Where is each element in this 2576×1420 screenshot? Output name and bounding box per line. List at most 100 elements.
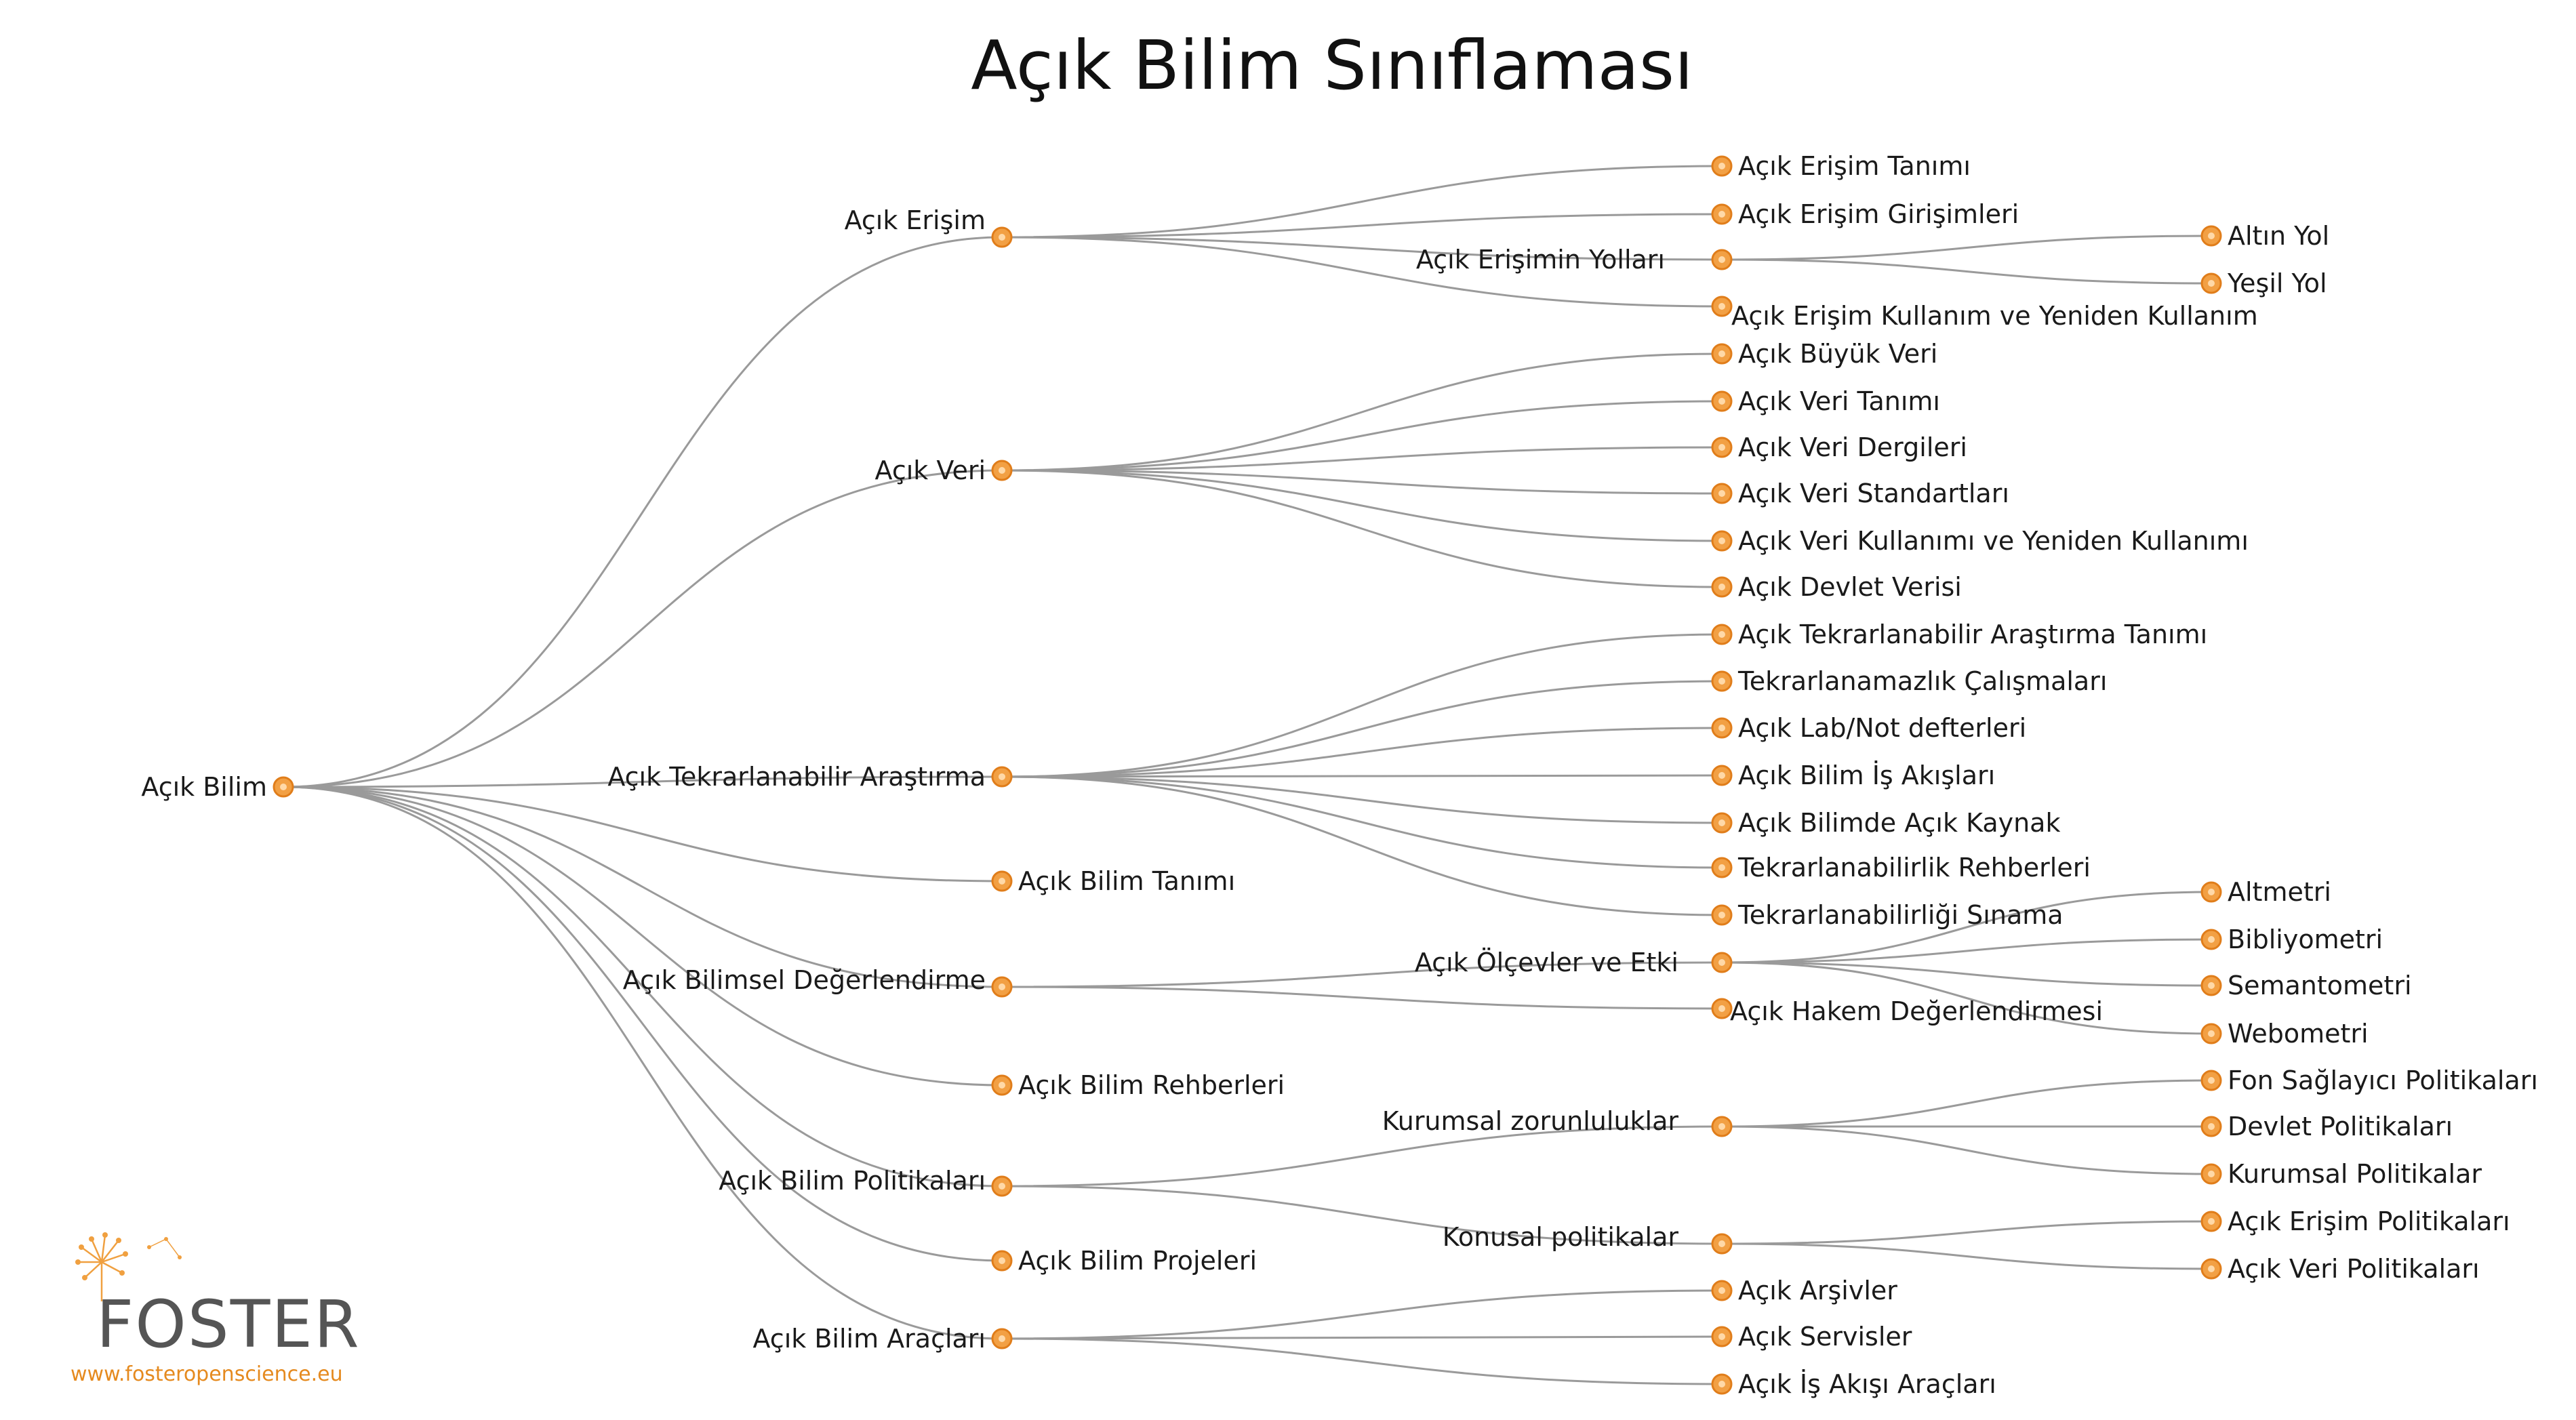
node-acik-bilim-tanimi[interactable]: Açık Bilim Tanımı [991,866,1235,896]
node-label: Açık Bilim Politikaları [719,1166,986,1196]
node-label: Açık Hakem Değerlendirmesi [1730,996,2103,1026]
node-acik-erisim-tanimi[interactable]: Açık Erişim Tanımı [1711,151,1971,181]
node-acik-veri-tanimi[interactable]: Açık Veri Tanımı [1711,386,1940,416]
node-acik-buyuk-veri[interactable]: Açık Büyük Veri [1711,339,1937,369]
node-acik-olcevler-ve-etki[interactable]: Açık Ölçevler ve Etki [1415,948,1733,977]
link-acik-veri-kullanimi-ve-yeniden-kullanimi [1001,469,1723,542]
node-acik-veri[interactable]: Açık Veri [875,455,1013,485]
link-acik-veri-politikalari [1721,1242,2212,1270]
link-acik-erisim-politikalari [1721,1220,2212,1245]
node-webometri[interactable]: Webometri [2200,1019,2369,1049]
node-acik-bilim[interactable]: Açık Bilim [141,772,294,802]
node-label: Açık Bilim [141,772,267,802]
node-kurumsal-politikalar[interactable]: Kurumsal Politikalar [2200,1159,2482,1189]
node-acik-bilimde-acik-kaynak[interactable]: Açık Bilimde Açık Kaynak [1711,808,2060,838]
node-label: Açık İş Akışı Araçları [1738,1369,1996,1399]
node-label: Açık Veri Dergileri [1738,432,1967,462]
node-label: Tekrarlanamazlık Çalışmaları [1737,666,2107,696]
node-label: Açık Bilimsel Değerlendirme [623,965,986,995]
node-label: Açık Lab/Not defterleri [1738,713,2026,743]
node-yesil-yol[interactable]: Yeşil Yol [2200,268,2327,298]
node-core-icon [1718,163,1725,169]
node-acik-bilimsel-degerlendirme[interactable]: Açık Bilimsel Değerlendirme [623,965,1013,998]
link-acik-buyuk-veri [1001,352,1723,472]
node-fon-saglayici-politikalari[interactable]: Fon Sağlayıcı Politikaları [2200,1066,2538,1095]
node-acik-erisim-politikalari[interactable]: Açık Erişim Politikaları [2200,1206,2510,1236]
node-acik-bilim-araclari[interactable]: Açık Bilim Araçları [752,1324,1013,1354]
node-core-icon [1718,1240,1725,1247]
node-label: Bibliyometri [2228,925,2383,954]
link-acik-veri-tanimi [1001,400,1723,472]
node-acik-bilim-projeleri[interactable]: Açık Bilim Projeleri [991,1246,1257,1276]
node-altmetri[interactable]: Altmetri [2200,877,2331,907]
node-acik-bilim-politikalari[interactable]: Açık Bilim Politikaları [719,1166,1013,1197]
link-konusal-politikalar [1001,1185,1723,1245]
node-acik-erisim-kullanim-ve-yeniden-kullanim[interactable]: Açık Erişim Kullanım ve Yeniden Kullanım [1711,296,2258,331]
node-acik-arsivler[interactable]: Açık Arşivler [1711,1276,1897,1305]
node-kurumsal-zorunluluklar[interactable]: Kurumsal zorunluluklar [1382,1106,1733,1137]
node-acik-veri-dergileri[interactable]: Açık Veri Dergileri [1711,432,1967,462]
node-acik-erisim[interactable]: Açık Erişim [845,205,1013,248]
node-core-icon [999,983,1005,990]
node-core-icon [1718,1287,1725,1294]
node-core-icon [2208,889,2215,895]
node-core-icon [1718,864,1725,871]
node-tekrarlanabilirligi-sinama[interactable]: Tekrarlanabilirliği Sınama [1711,900,2064,930]
link-yesil-yol [1721,258,2212,285]
node-acik-tekrarlanabilir-arastirma[interactable]: Açık Tekrarlanabilir Araştırma [607,762,1013,792]
node-core-icon [1718,959,1725,966]
node-label: Açık Tekrarlanabilir Araştırma Tanımı [1738,620,2207,649]
node-label: Açık Tekrarlanabilir Araştırma [607,762,986,792]
node-label: Kurumsal Politikalar [2228,1159,2482,1189]
node-tekrarlanamazlik-calismalari[interactable]: Tekrarlanamazlık Çalışmaları [1711,666,2107,696]
node-acik-is-akisi-araclari[interactable]: Açık İş Akışı Araçları [1711,1369,1996,1399]
link-acik-erisim-tanimi [1001,165,1723,239]
node-altin-yol[interactable]: Altın Yol [2200,221,2329,251]
node-acik-veri-politikalari[interactable]: Açık Veri Politikaları [2200,1254,2480,1284]
node-acik-servisler[interactable]: Açık Servisler [1711,1322,1912,1352]
link-webometri [1721,961,2212,1035]
node-label: Tekrarlanabilirliği Sınama [1737,900,2064,930]
node-label: Fon Sağlayıcı Politikaları [2228,1066,2538,1095]
link-kurumsal-zorunluluklar [1001,1125,1723,1188]
node-core-icon [999,1335,1005,1342]
node-acik-lab-not-defterleri[interactable]: Açık Lab/Not defterleri [1711,713,2026,743]
node-core-icon [1718,256,1725,263]
node-acik-erisimin-yollari[interactable]: Açık Erişimin Yolları [1416,245,1733,275]
node-acik-veri-standartlari[interactable]: Açık Veri Standartları [1711,479,2009,508]
link-acik-veri-standartlari [1001,469,1723,495]
node-label: Altmetri [2228,877,2331,907]
node-core-icon [1718,303,1725,310]
node-core-icon [2208,1030,2215,1037]
logo-url[interactable]: www.fosteropenscience.eu [71,1362,343,1386]
node-acik-veri-kullanimi-ve-yeniden-kullanimi[interactable]: Açık Veri Kullanımı ve Yeniden Kullanımı [1711,526,2249,556]
link-tekrarlanamazlik-calismalari [1001,680,1723,778]
node-label: Açık Veri Politikaları [2228,1254,2480,1284]
node-acik-devlet-verisi[interactable]: Açık Devlet Verisi [1711,572,1962,602]
link-altin-yol [1721,235,2212,261]
node-label: Konusal politikalar [1443,1222,1679,1252]
node-core-icon [999,1183,1005,1190]
node-core-icon [999,1257,1005,1264]
node-acik-tekrarlanabilir-arastirma-tanimi[interactable]: Açık Tekrarlanabilir Araştırma Tanımı [1711,620,2207,649]
node-bibliyometri[interactable]: Bibliyometri [2200,925,2383,954]
link-acik-lab-not-defterleri [1001,727,1723,778]
link-acik-erisim [283,236,1003,788]
node-label: Altın Yol [2228,221,2329,251]
node-semantometri[interactable]: Semantometri [2200,971,2412,1000]
node-acik-erisim-girisimleri[interactable]: Açık Erişim Girişimleri [1711,199,2019,229]
node-devlet-politikalari[interactable]: Devlet Politikaları [2200,1112,2453,1141]
node-acik-hakem-degerlendirmesi[interactable]: Açık Hakem Değerlendirmesi [1711,996,2103,1026]
node-label: Açık Bilimde Açık Kaynak [1738,808,2060,838]
node-core-icon [1718,725,1725,731]
node-core-icon [1718,912,1725,918]
node-label: Semantometri [2228,971,2412,1000]
node-tekrarlanabilirlik-rehberleri[interactable]: Tekrarlanabilirlik Rehberleri [1711,853,2091,883]
link-acik-bilimsel-degerlendirme [283,786,1003,988]
node-konusal-politikalar[interactable]: Konusal politikalar [1443,1222,1733,1255]
node-core-icon [1718,1123,1725,1130]
node-acik-bilim-is-akislari[interactable]: Açık Bilim İş Akışları [1711,760,1995,790]
link-acik-arsivler [1001,1289,1723,1340]
node-acik-bilim-rehberleri[interactable]: Açık Bilim Rehberleri [991,1070,1285,1100]
